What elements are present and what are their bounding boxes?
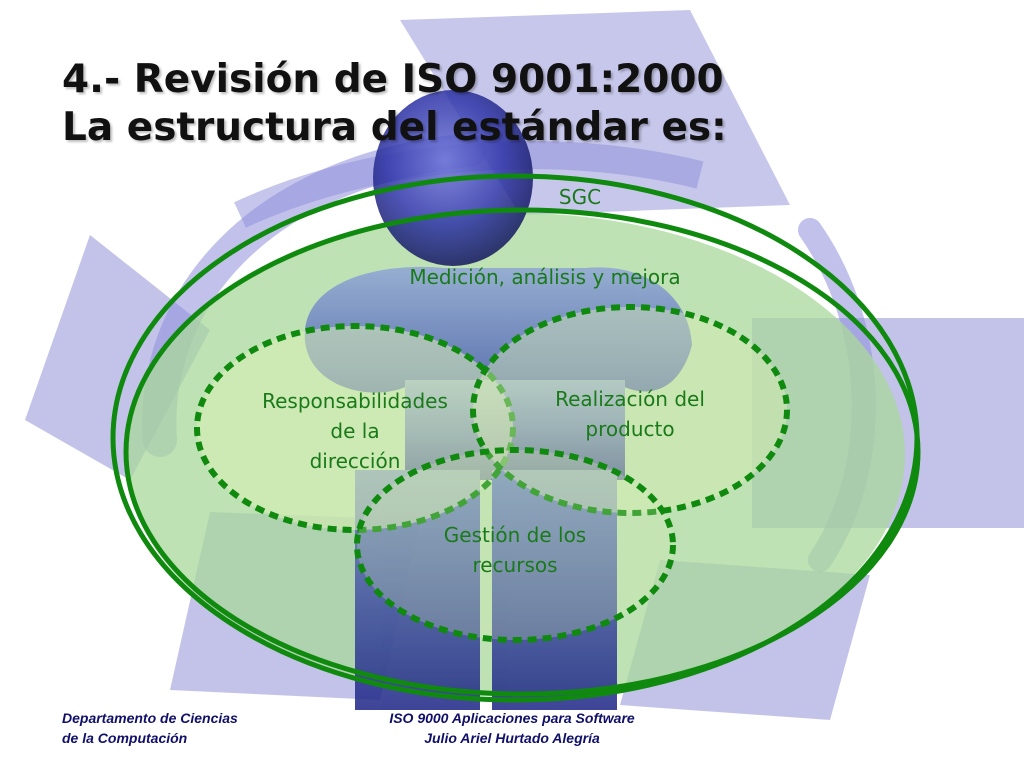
circle-bottom-dashed xyxy=(354,447,676,643)
label-gestion: Gestión de los recursos xyxy=(410,520,620,580)
bg-shape-left-triangle xyxy=(25,235,210,480)
label-realizacion: Realización del producto xyxy=(520,384,740,444)
footer-center-line-2: Julio Ariel Hurtado Alegría xyxy=(424,730,600,746)
title-line-2: La estructura del estándar es: xyxy=(62,105,727,150)
footer-left-line-1: Departamento de Ciencias xyxy=(62,710,238,726)
title-line-1: 4.- Revisión de ISO 9001:2000 xyxy=(62,57,724,102)
label-responsabilidades: Responsabilidades de la dirección xyxy=(235,386,475,476)
label-realizacion-line-1: Realización del xyxy=(555,387,705,411)
footer-left: Departamento de Ciencias de la Computaci… xyxy=(62,708,322,748)
label-responsabilidades-line-3: dirección xyxy=(309,449,401,473)
label-realizacion-line-2: producto xyxy=(585,417,675,441)
label-medicion: Medición, análisis y mejora xyxy=(409,265,681,289)
circle-left-dashed xyxy=(194,323,516,533)
footer-left-line-2: de la Computación xyxy=(62,730,188,746)
label-gestion-line-2: recursos xyxy=(472,553,558,577)
label-responsabilidades-line-1: Responsabilidades xyxy=(262,389,448,413)
footer-center: ISO 9000 Aplicaciones para Software Juli… xyxy=(352,708,672,748)
label-sgc: SGC xyxy=(558,185,602,209)
footer-center-line-1: ISO 9000 Aplicaciones para Software xyxy=(389,710,635,726)
slide-title: 4.- Revisión de ISO 9001:2000 La estruct… xyxy=(62,56,727,152)
circle-right-dashed xyxy=(470,304,790,516)
label-gestion-line-1: Gestión de los xyxy=(443,523,587,547)
label-responsabilidades-line-2: de la xyxy=(330,419,380,443)
outer-ellipse-2 xyxy=(123,207,921,697)
